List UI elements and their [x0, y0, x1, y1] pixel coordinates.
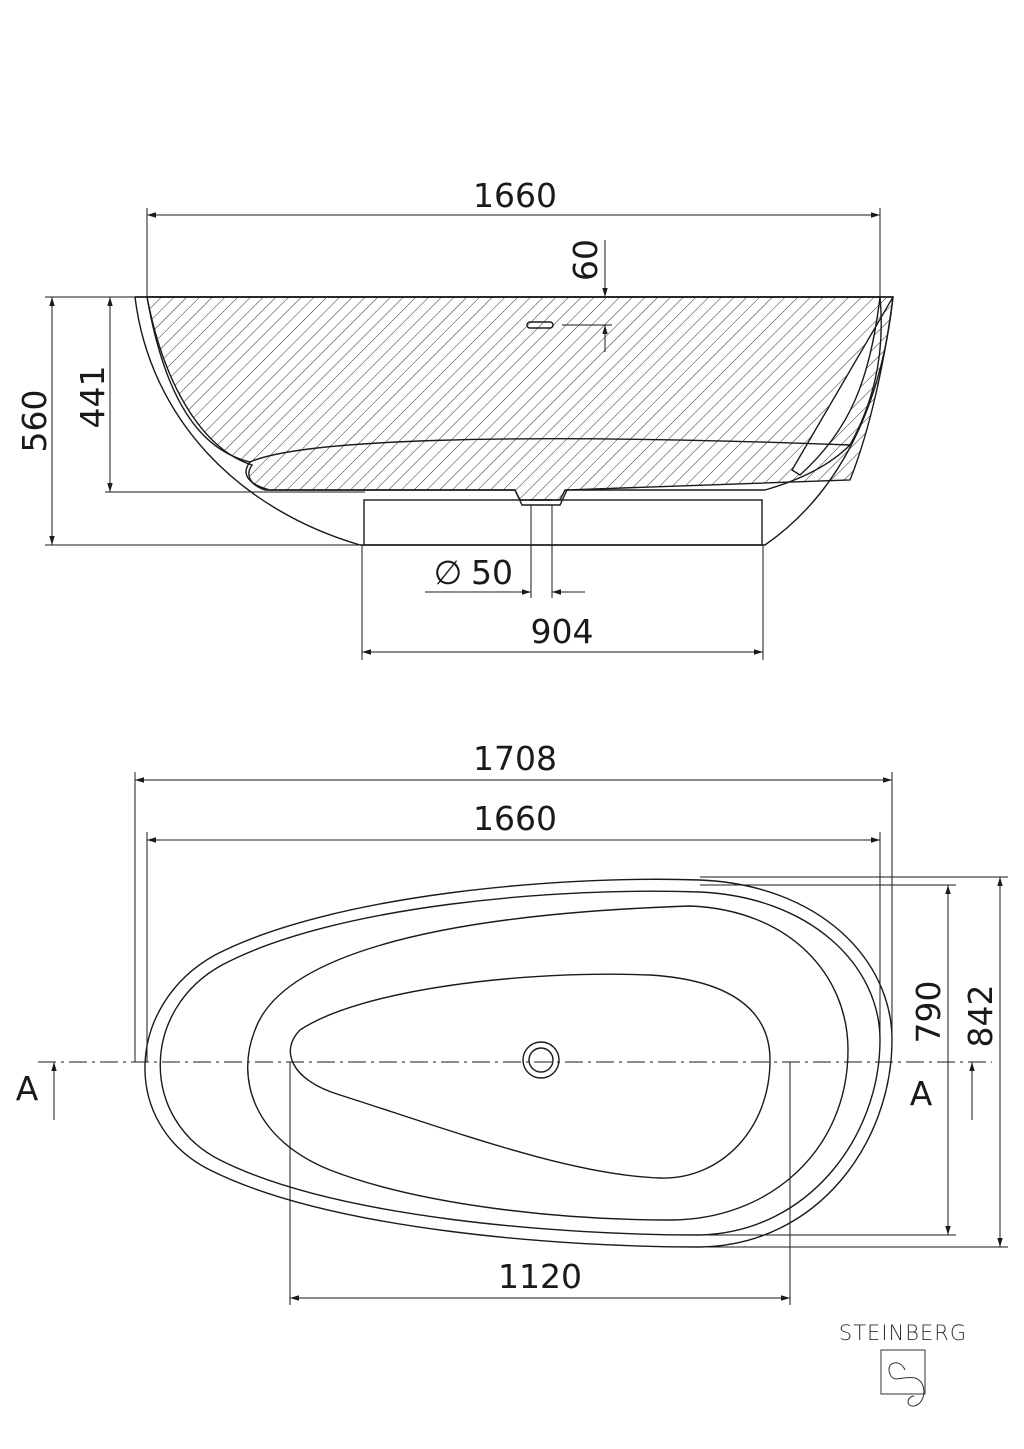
dim-label-base-width: 904	[531, 612, 594, 651]
tub-rim	[159, 890, 881, 1236]
dim-label-inner-width: 790	[909, 981, 948, 1044]
drain-section	[514, 489, 568, 506]
section-marker-left: A	[16, 1069, 39, 1108]
diameter-symbol: ∅	[434, 553, 463, 592]
dim-label-drain-diameter: 50	[471, 553, 513, 592]
drain-inner	[528, 1047, 554, 1073]
logo-swirl-icon	[888, 1362, 925, 1407]
logo-frame	[880, 1349, 926, 1395]
dim-label-overflow: 60	[566, 239, 605, 281]
dim-label-inner-length: 1120	[498, 1257, 582, 1296]
plan-view: 1708 1660 790 842 1120 A A	[16, 739, 1008, 1305]
dim-label-overall-length: 1708	[473, 739, 557, 778]
dim-label-overall-width: 842	[961, 985, 1000, 1048]
overflow-slot	[526, 321, 554, 329]
tub-floor-outline	[289, 973, 771, 1179]
brand-logo: STEINBERG	[839, 1321, 967, 1407]
tub-inner-profile	[146, 296, 882, 463]
tub-basin	[247, 905, 849, 1221]
brand-name: STEINBERG	[839, 1321, 967, 1345]
tub-floor	[245, 444, 851, 491]
section-marker-right: A	[910, 1074, 933, 1113]
tub-outline-outer	[144, 878, 893, 1248]
drain-outer	[522, 1041, 560, 1079]
tub-wall-section	[135, 296, 895, 501]
dim-label-total-height: 560	[15, 390, 54, 453]
pedestal	[363, 499, 763, 546]
dim-label-rim-length: 1660	[473, 799, 557, 838]
dim-label-inner-depth: 441	[73, 366, 112, 429]
dim-label-width-top: 1660	[473, 176, 557, 215]
section-view: 1660 60 560 441 ∅ 50 904	[15, 176, 895, 660]
